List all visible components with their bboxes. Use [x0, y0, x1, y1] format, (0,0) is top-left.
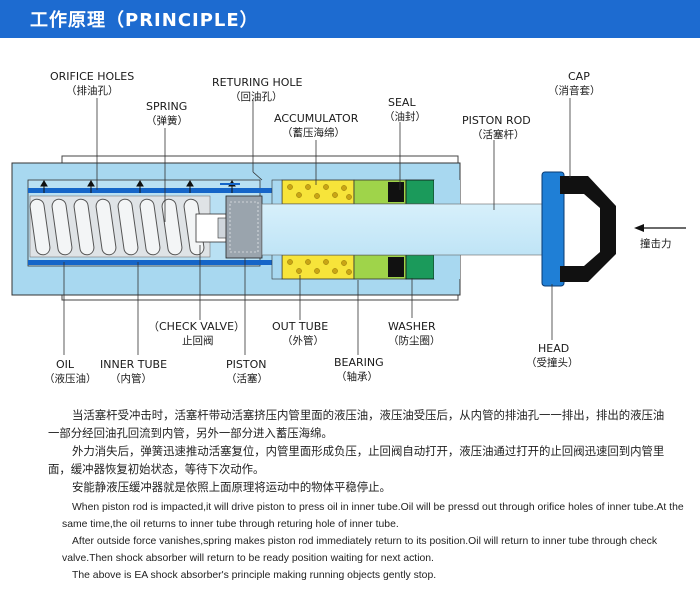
description-cn-paragraph: 当活塞杆受冲击时，活塞杆带动活塞挤压内管里面的液压油，液压油受压后，从内管的排油… [48, 408, 665, 440]
oil-line-bottom [28, 260, 278, 265]
piston-rod [261, 203, 549, 256]
piston-body [225, 195, 263, 259]
label-cap-en: CAP [568, 70, 590, 83]
label-check-valve-en: （CHECK VALVE） [148, 320, 245, 333]
description-en-paragraph: When piston rod is impacted,it will driv… [62, 502, 684, 530]
label-head-zh: （受撞头） [526, 356, 579, 369]
label-washer-en: WASHER [388, 320, 436, 333]
piston-hatch [229, 201, 259, 253]
label-out-tube-zh: （外管） [282, 334, 324, 347]
label-out-tube-en: OUT TUBE [272, 320, 328, 333]
impact-head [541, 171, 565, 287]
impact-arrow [634, 224, 686, 232]
description-english: When piston rod is impacted,it will driv… [62, 499, 692, 584]
label-check-valve-zh: 止回阀 [182, 334, 214, 347]
label-washer-zh: （防尘圈） [388, 334, 441, 347]
oil-line-top [28, 188, 278, 193]
accumulator-foam-dots [287, 184, 352, 275]
description-chinese: 当活塞杆受冲击时，活塞杆带动活塞挤压内管里面的液压油，液压油受压后，从内管的排油… [48, 406, 668, 496]
leader-lines [63, 98, 571, 355]
label-piston-en: PISTON [226, 358, 266, 371]
orifice-hole-arrows [40, 180, 236, 193]
label-piston-rod-zh: （活塞杆） [472, 128, 525, 141]
label-inner-tube-en: INNER TUBE [100, 358, 167, 371]
page-title: 工作原理（PRINCIPLE） [30, 10, 259, 31]
label-returing-hole-zh: （回油孔） [230, 90, 283, 103]
silencer-cap [560, 176, 616, 282]
washer-bottom [405, 254, 435, 280]
label-spring-en: SPRING [146, 100, 187, 113]
label-inner-tube-zh: （内管） [110, 372, 152, 385]
label-oil-en: OIL [56, 358, 75, 371]
description-cn-paragraph: 安能静液压缓冲器就是依照上面原理将运动中的物体平稳停止。 [72, 480, 391, 494]
body-end-top [434, 180, 460, 204]
label-bearing-en: BEARING [334, 356, 384, 369]
label-seal-en: SEAL [388, 96, 416, 109]
accumulator-top [281, 179, 355, 205]
label-head-en: HEAD [538, 342, 569, 355]
label-impact-force: 撞击力 [640, 237, 672, 250]
body-end-bottom [434, 255, 460, 279]
description-en-paragraph: The above is EA shock absorber's princip… [72, 570, 437, 581]
description-en-paragraph: After outside force vanishes,spring make… [62, 536, 658, 564]
accumulator-bottom [281, 254, 355, 280]
label-accumulator-zh: （蓄压海绵） [282, 126, 345, 139]
label-cap-zh: （消音套） [548, 84, 601, 97]
shock-absorber-diagram: 撞击力 ORIFICE HOLES （排油孔） SPRING （弹簧） RETU… [11, 70, 686, 385]
label-oil-zh: （液压油） [44, 372, 97, 385]
label-piston-zh: （活塞） [226, 372, 268, 385]
label-seal-zh: （油封） [384, 110, 426, 123]
label-orifice-holes-zh: （排油孔） [66, 84, 119, 97]
label-orifice-holes-en: ORIFICE HOLES [50, 70, 134, 83]
spring-coils [29, 198, 205, 256]
seal-top [388, 182, 404, 202]
washer-top [405, 179, 435, 205]
header-bar: 工作原理（PRINCIPLE） [0, 0, 700, 38]
description-cn-paragraph: 外力消失后，弹簧迅速推动活塞复位，内管里面形成负压，止回阀自动打开，液压油通过打… [48, 444, 665, 476]
seal-bottom [388, 257, 404, 277]
label-piston-rod-en: PISTON ROD [462, 114, 531, 127]
label-returing-hole-en: RETURING HOLE [212, 76, 303, 89]
label-accumulator-en: ACCUMULATOR [274, 112, 359, 125]
label-spring-zh: （弹簧） [146, 114, 188, 127]
label-bearing-zh: （轴承） [336, 370, 378, 383]
